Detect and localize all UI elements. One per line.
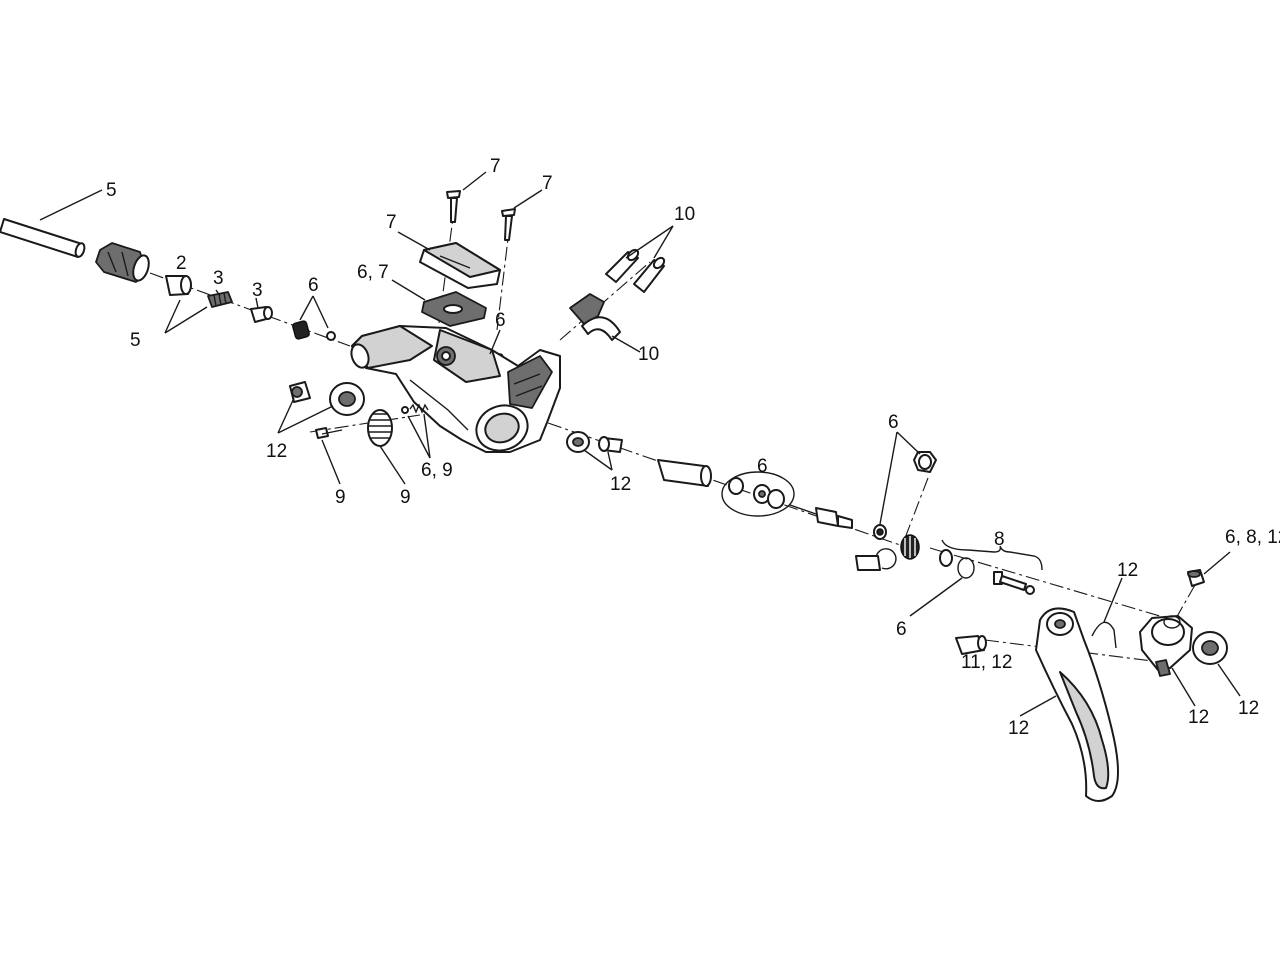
callout-12-blade: 12 <box>1008 718 1029 739</box>
pivot-pin-part <box>993 571 1035 595</box>
outer-washer-part <box>1192 631 1228 665</box>
callout-6-7-diaphragm: 6, 7 <box>357 262 389 283</box>
parts <box>0 190 1228 802</box>
end-cap-part <box>1187 569 1205 587</box>
callout-6-9-detent: 6, 9 <box>421 460 453 481</box>
top-screw-left-part <box>446 190 461 223</box>
pivot-bushing-centre-part <box>566 431 623 453</box>
cylinder-sleeve-part <box>657 459 712 487</box>
bushing-left-part <box>289 381 311 403</box>
clamp-bolt-right-part <box>633 256 666 293</box>
callout-6-8-12-cap: 6, 8, 12 <box>1225 527 1280 548</box>
callout-12-washer: 12 <box>1238 698 1259 719</box>
snap-washer-part <box>939 549 975 579</box>
callout-9-pin: 9 <box>335 487 346 508</box>
reach-knob-part <box>367 409 393 447</box>
detent-spring-part <box>401 403 429 414</box>
clamp-bolt-left-part <box>605 248 640 283</box>
callout-7-cover: 7 <box>386 212 397 233</box>
callout-6-rod: 6 <box>888 412 899 433</box>
piston-rod-part <box>789 504 853 529</box>
callout-5-fittings: 5 <box>130 330 141 351</box>
insert-screw-part <box>207 291 233 308</box>
washer-left-part <box>329 382 365 416</box>
callout-9-knob: 9 <box>400 487 411 508</box>
lever-body-part <box>350 325 561 453</box>
callout-6-bleed: 6 <box>308 275 319 296</box>
bleed-fitting-part <box>292 320 336 341</box>
reach-pin-part <box>315 427 343 439</box>
compression-nut-part <box>95 242 150 283</box>
callout-2: 2 <box>176 253 187 274</box>
lever-blade-part <box>1035 607 1119 802</box>
rod-cap-part <box>913 451 937 473</box>
callout-8-pin-group: 8 <box>994 529 1005 550</box>
rod-washer-part <box>873 524 887 540</box>
olive-part <box>165 275 192 296</box>
top-screw-right-part <box>501 208 516 241</box>
hose-part <box>0 218 86 258</box>
reservoir-cover-part <box>419 242 501 289</box>
callout-12-pivot-centre: 12 <box>610 474 631 495</box>
callout-6-bleed-right: 6 <box>495 310 506 331</box>
callout-12-spring: 12 <box>1117 560 1138 581</box>
stop-pin-part <box>955 635 987 655</box>
insert-cap-part <box>250 306 273 323</box>
callout-6-circlip: 6 <box>896 619 907 640</box>
center-lines <box>149 202 1196 663</box>
callout-12-cam: 12 <box>1188 707 1209 728</box>
callout-3-screw: 3 <box>213 268 224 289</box>
callout-11-12-stop: 11, 12 <box>961 652 1012 673</box>
callout-7-screw-left: 7 <box>490 156 501 177</box>
callout-12-bushing-left: 12 <box>266 441 287 462</box>
callout-3-cap: 3 <box>252 280 263 301</box>
callout-labels: 5 2 3 3 5 6 7 7 7 6, 7 6 10 10 12 9 9 6,… <box>106 156 1280 739</box>
adjust-wheel-part <box>900 534 920 560</box>
callout-5-hose: 5 <box>106 180 117 201</box>
seal-group-part <box>721 471 795 517</box>
leader-lines <box>39 171 1241 717</box>
clamp-part <box>569 293 621 341</box>
callout-7-screw-right: 7 <box>542 173 553 194</box>
callout-10-clamp: 10 <box>638 344 659 365</box>
return-spring-part <box>1091 621 1117 649</box>
callout-6-seals: 6 <box>757 456 768 477</box>
cam-carrier-part <box>1139 615 1193 677</box>
callout-10-bolts: 10 <box>674 204 695 225</box>
circlip-part <box>855 548 897 571</box>
diaphragm-part <box>421 291 487 327</box>
